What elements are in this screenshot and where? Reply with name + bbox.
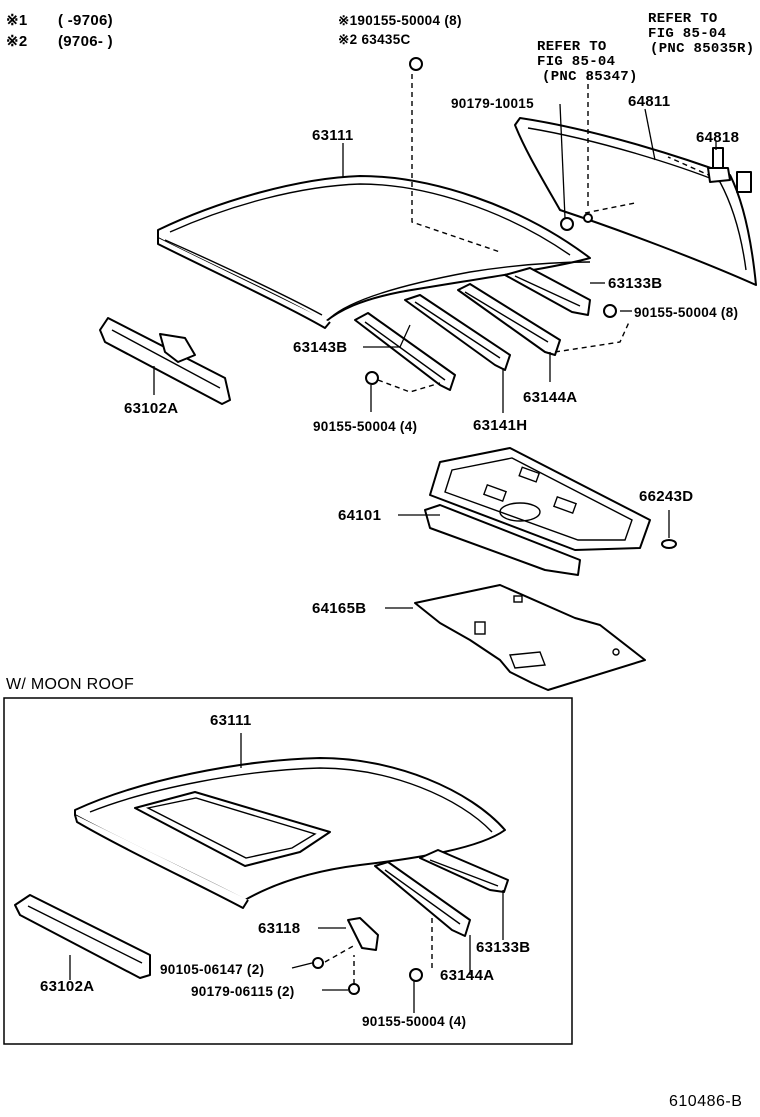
label-63133b: 63133B	[608, 275, 663, 292]
ref-1-line2: FIG 85-04	[537, 54, 616, 70]
bolt-90105-icon	[312, 957, 324, 969]
moon-label-63118: 63118	[258, 920, 301, 937]
label-64165b: 64165B	[312, 600, 367, 617]
moon-label-63111: 63111	[210, 712, 252, 729]
note-1-text: ( -9706)	[58, 12, 113, 29]
label-64818: 64818	[696, 129, 740, 146]
clip-63435c-icon	[409, 57, 423, 71]
note-1-mark: ※1	[6, 12, 28, 29]
label-63144a: 63144A	[523, 389, 578, 406]
moon-roof-header-drawing	[14, 894, 151, 979]
bolt-90155-moon-icon	[409, 968, 423, 982]
plug-66243d-icon	[661, 539, 677, 549]
ref-1-line3: (PNC 85347)	[542, 69, 638, 85]
moon-roof-rails-drawing	[374, 849, 509, 937]
roof-bows-drawing	[354, 283, 561, 391]
ref-2-line2: FIG 85-04	[648, 26, 727, 42]
package-tray-drawing	[424, 447, 651, 576]
ref-2-line3: (PNC 85035R)	[650, 41, 755, 57]
label-64101: 64101	[338, 507, 382, 524]
note-2-text: (9706- )	[58, 33, 113, 50]
moon-label-63102a: 63102A	[40, 978, 95, 995]
label-90155-50004-4: 90155-50004 (4)	[313, 419, 418, 434]
moon-label-63144a: 63144A	[440, 967, 495, 984]
label-63143b: 63143B	[293, 339, 348, 356]
clip-64818-drawing	[707, 147, 752, 193]
label-63141h: 63141H	[473, 417, 528, 434]
sheet-64165b-drawing	[414, 584, 646, 691]
figure-id: 610486-B	[669, 1093, 743, 1110]
label-63435c: ※2 63435C	[338, 32, 411, 47]
moon-roof-title: W/ MOON ROOF	[6, 676, 135, 693]
header-rail-63102a-drawing	[99, 317, 231, 405]
moon-label-63133b: 63133B	[476, 939, 531, 956]
note-2-mark: ※2	[6, 33, 28, 50]
roof-panel-drawing	[157, 175, 591, 329]
label-63102a: 63102A	[124, 400, 179, 417]
bolt-90155-8-icon	[603, 304, 617, 318]
label-63111: 63111	[312, 127, 354, 144]
rail-63133b-drawing	[504, 267, 591, 316]
bolt-90155-icon	[365, 371, 379, 385]
label-190155-50004: ※190155-50004 (8)	[338, 13, 462, 28]
label-90179-10015: 90179-10015	[451, 96, 534, 111]
ref-2-line1: REFER TO	[648, 11, 718, 27]
moon-label-90179-06115: 90179-06115 (2)	[191, 984, 295, 999]
label-64811: 64811	[628, 93, 671, 110]
moon-roof-frame	[3, 697, 573, 1045]
screw-90179-icon	[560, 217, 574, 231]
label-90155-50004-8: 90155-50004 (8)	[634, 305, 739, 320]
bracket-63118-drawing	[347, 917, 379, 951]
screw-90179-06115-icon	[348, 983, 360, 995]
label-66243d: 66243D	[639, 488, 694, 505]
moon-roof-panel-drawing	[74, 757, 506, 909]
grommet-icon	[583, 213, 593, 223]
moon-label-90155-50004: 90155-50004 (4)	[362, 1014, 467, 1029]
ref-1-line1: REFER TO	[537, 39, 607, 55]
moon-label-90105-06147: 90105-06147 (2)	[160, 962, 265, 977]
